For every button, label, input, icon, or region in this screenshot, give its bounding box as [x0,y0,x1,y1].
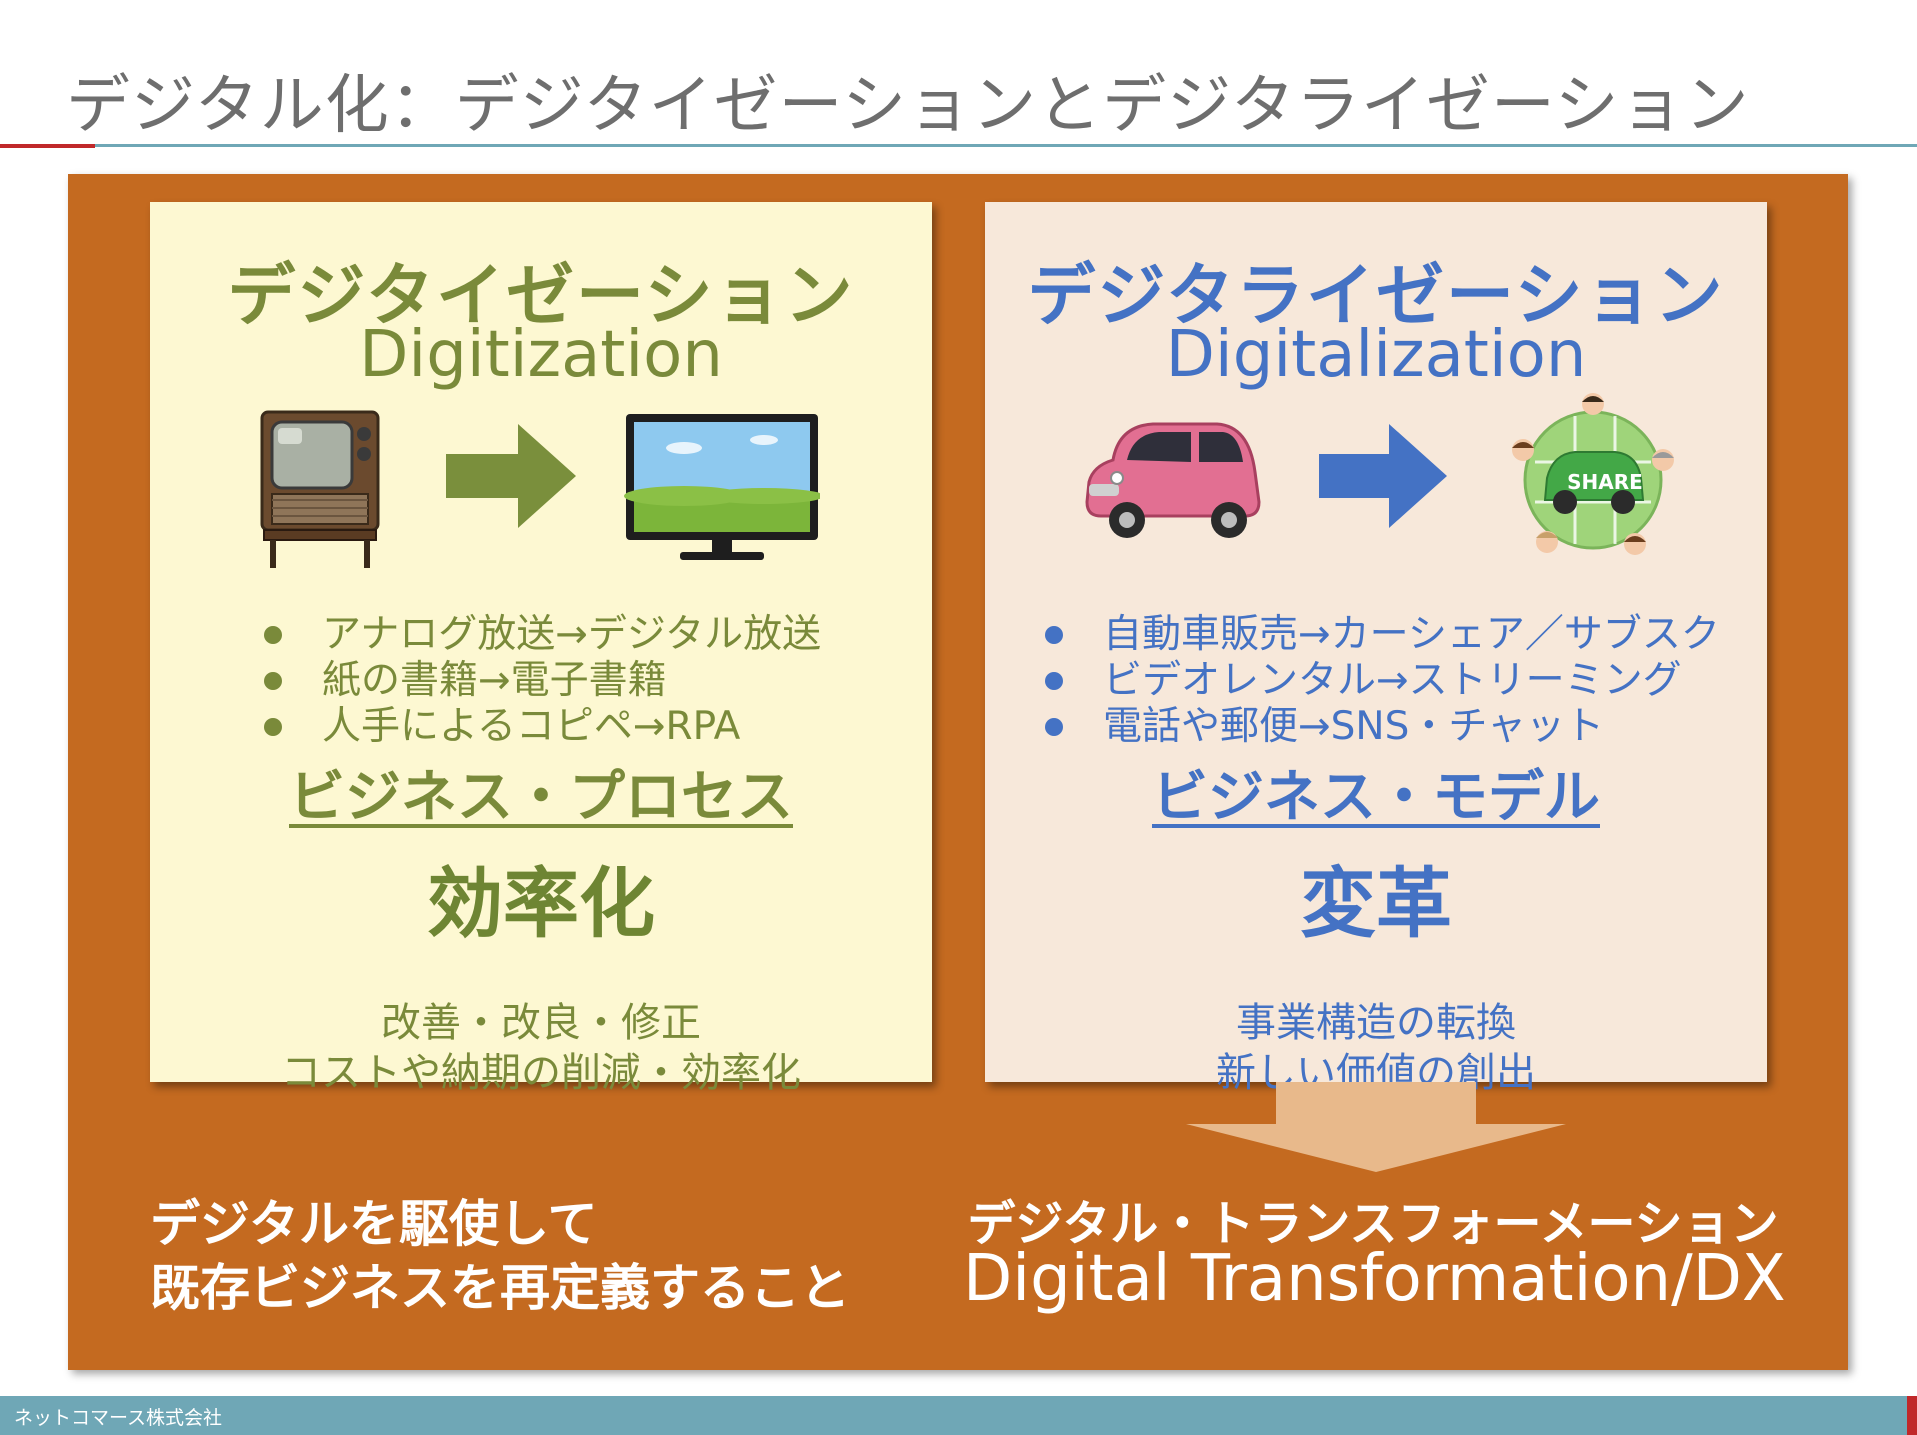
digitalization-subheading: Digitalization [1165,318,1587,392]
flat-tv-icon [624,414,820,560]
title-divider [0,144,1917,147]
digitalization-label-text: ビジネス・モデル [1152,765,1600,830]
footer-accent [1907,1396,1917,1435]
dx-title-jp: デジタル・トランスフォーメーション [967,1196,1779,1252]
car-share-icon [1512,393,1674,555]
dx-title-en: Digital Transformation/DX [963,1242,1786,1316]
dx-definition: デジタルを駆使して 既存ビジネスを再定義すること [150,1192,850,1320]
digitization-heading: デジタイゼーション [227,257,855,336]
arrow-right-icon [1319,424,1447,528]
retro-tv-icon [260,410,380,568]
arrow-right-icon [446,424,576,528]
digitization-desc-1: 改善・改良・修正 [381,1000,701,1046]
list-item: 電話や郵便→SNS・チャット [1045,704,1720,750]
digitization-desc-2: コストや納期の削減・効率化 [281,1050,801,1096]
digitization-label: ビジネス・プロセス [150,752,932,833]
list-item: アナログ放送→デジタル放送 [264,612,821,658]
title-divider-accent [0,144,95,148]
list-item: 紙の書籍→電子書籍 [264,658,821,704]
footer-bar: ネットコマース株式会社 [0,1396,1917,1435]
digitalization-heading: デジタライゼーション [1027,257,1725,336]
digitization-subheading: Digitization [359,318,723,392]
digitalization-card: デジタライゼーション Digitalization [985,202,1767,1096]
dx-definition-line-2: 既存ビジネスを再定義すること [150,1259,850,1317]
digitalization-keyword: 変革 [1300,859,1452,948]
list-item: 人手によるコピペ→RPA [264,704,821,750]
digitization-keyword: 効率化 [427,859,655,948]
digitalization-examples: 自動車販売→カーシェア／サブスク ビデオレンタル→ストリーミング 電話や郵便→S… [1045,612,1720,750]
digitization-examples: アナログ放送→デジタル放送 紙の書籍→電子書籍 人手によるコピペ→RPA [264,612,821,750]
digitalization-label: ビジネス・モデル [985,752,1767,833]
digitalization-desc-1: 事業構造の転換 [1236,1000,1516,1046]
down-arrow-icon [1186,1082,1566,1172]
list-item: ビデオレンタル→ストリーミング [1045,658,1720,704]
dx-definition-line-1: デジタルを駆使して [150,1195,598,1253]
footer-company: ネットコマース株式会社 [14,1407,223,1429]
pink-car-icon [1085,422,1261,538]
main-panel: デジタイゼーション Digitization [68,174,1848,1370]
page-title: デジタル化：デジタイゼーションとデジタライゼーション [66,69,1750,143]
digitization-label-text: ビジネス・プロセス [289,765,793,830]
share-badge: SHARE [1567,470,1643,494]
list-item: 自動車販売→カーシェア／サブスク [1045,612,1720,658]
digitization-card: デジタイゼーション Digitization [150,202,932,1096]
